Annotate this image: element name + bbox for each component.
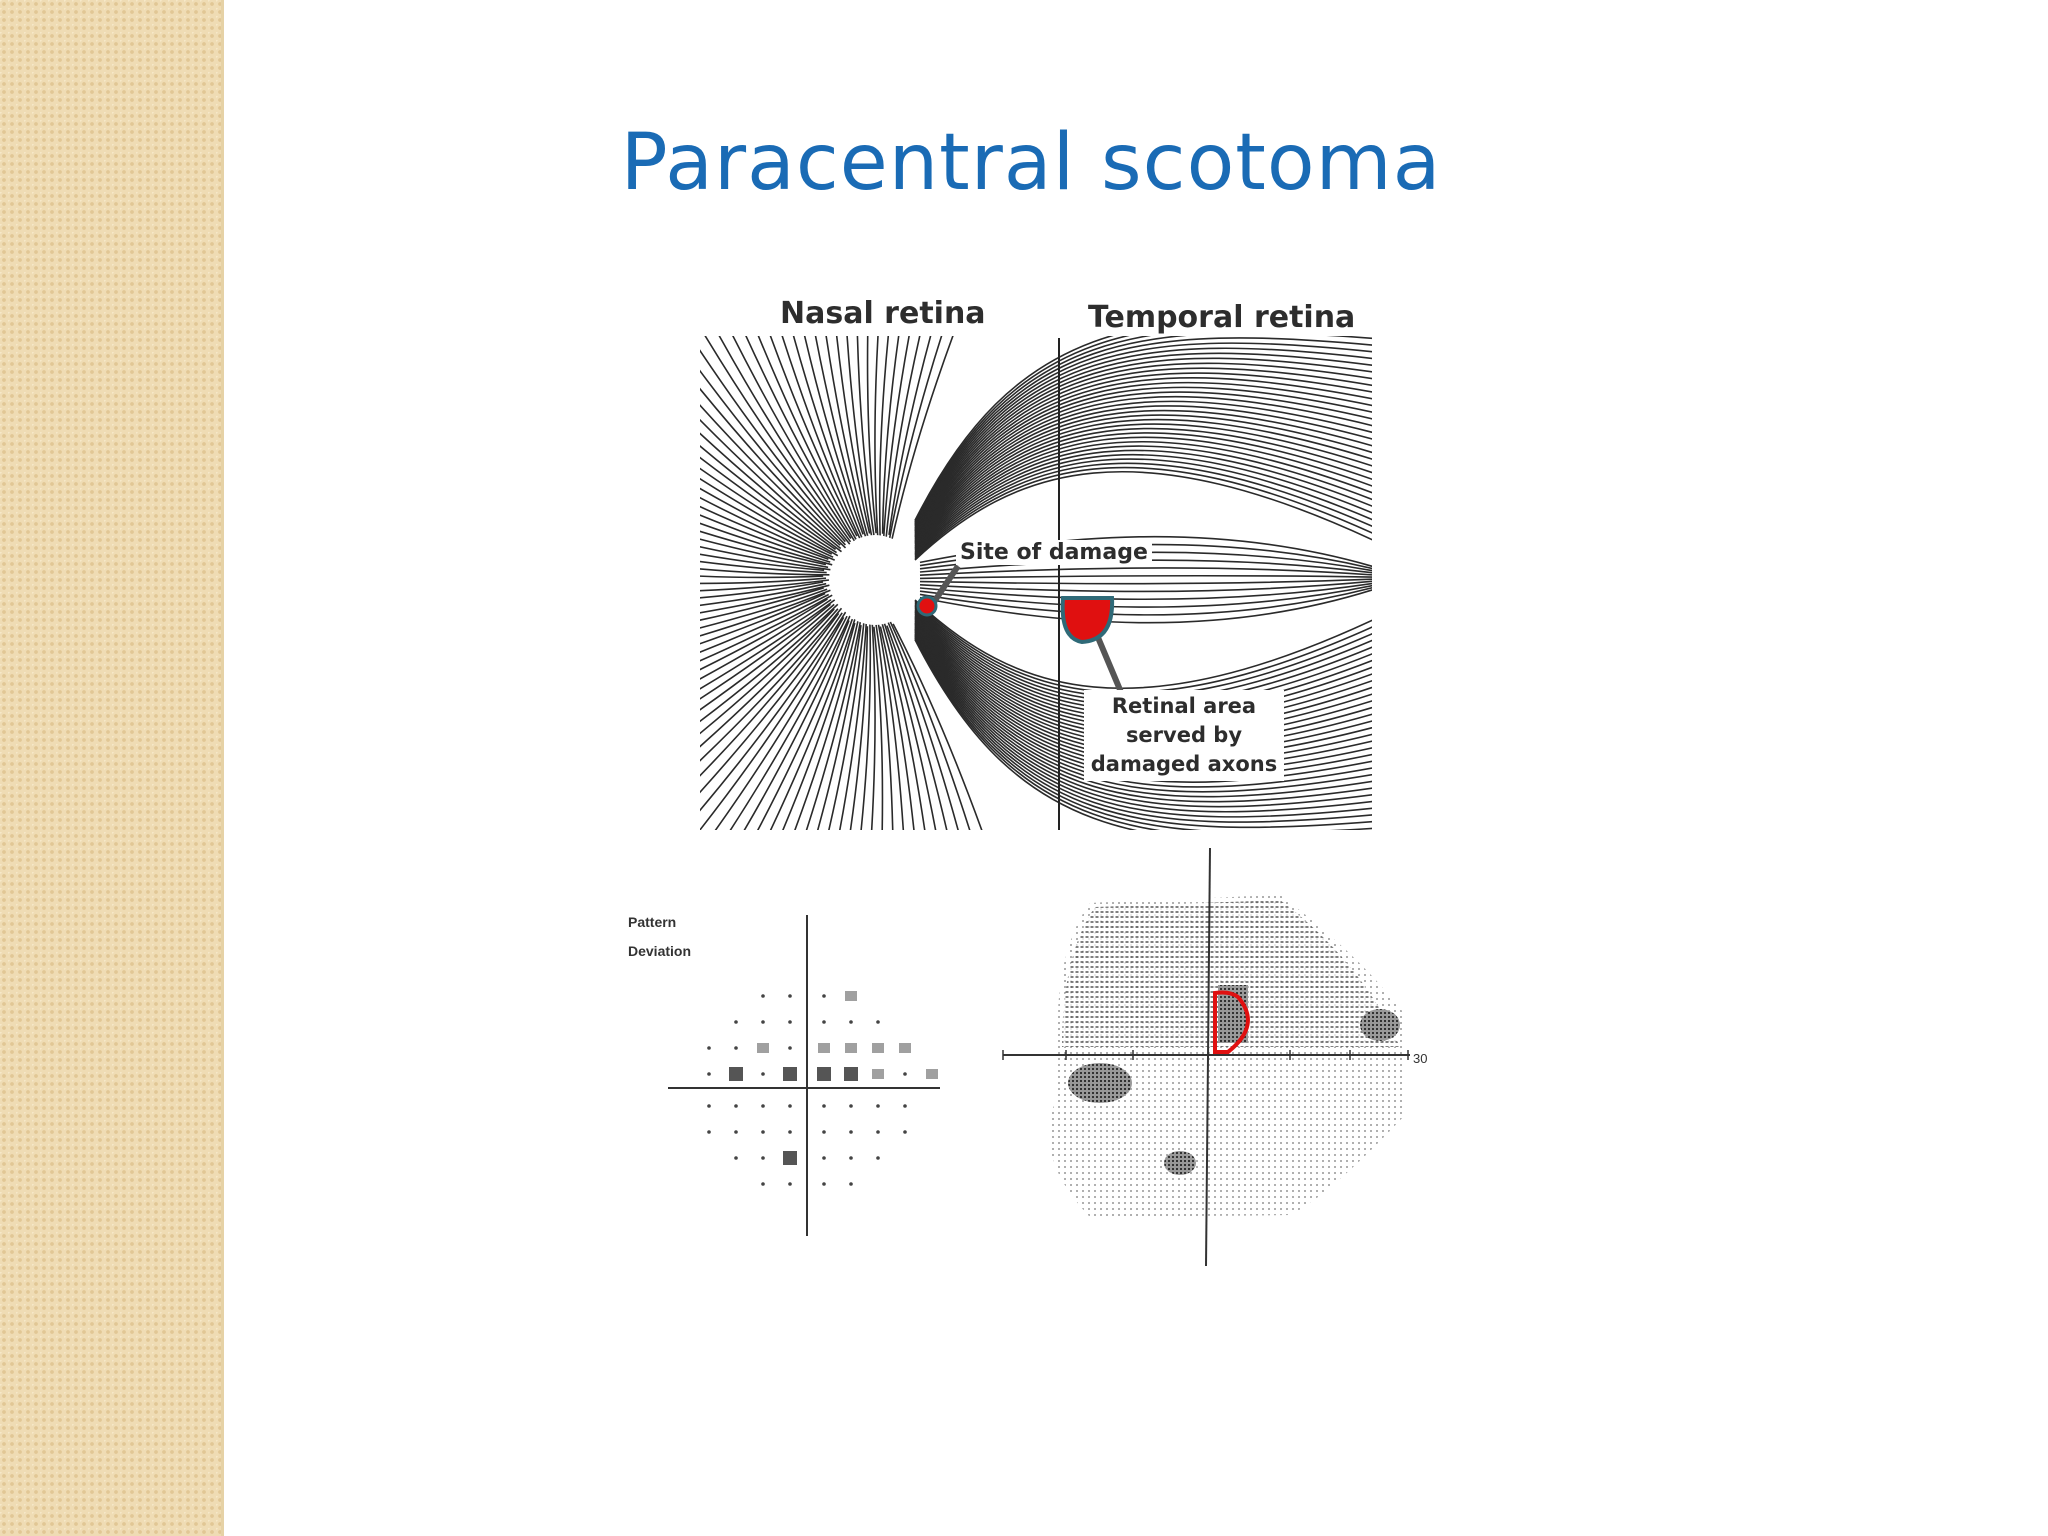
vf-vertical-axis <box>1205 847 1211 1267</box>
pd-cell-normal <box>822 1182 826 1186</box>
pd-cell-normal <box>903 1072 907 1076</box>
pd-cell-mid <box>818 1043 830 1053</box>
retinal-area-marker <box>1060 596 1115 645</box>
pd-cell-normal <box>788 994 792 998</box>
optic-disc <box>833 535 917 625</box>
temporal-retina-label: Temporal retina <box>1088 300 1356 335</box>
vf-defect-nasal <box>1068 1063 1132 1103</box>
vf-scotoma-outline <box>1213 990 1250 1054</box>
vf-upper-field <box>1062 900 1400 1047</box>
pd-cell-mid <box>899 1043 911 1053</box>
pd-cell-normal <box>849 1020 853 1024</box>
pd-cell-dark <box>729 1067 743 1081</box>
pd-cell-mid <box>845 1043 857 1053</box>
pd-cell-normal <box>876 1104 880 1108</box>
pd-cell-normal <box>822 994 826 998</box>
slide-title: Paracentral scotoma <box>620 118 1442 208</box>
pd-cell-normal <box>849 1182 853 1186</box>
pd-cell-normal <box>788 1130 792 1134</box>
pd-cell-normal <box>788 1046 792 1050</box>
vf-defect-temporal <box>1360 1009 1400 1041</box>
retinal-area-line-3: damaged axons <box>1090 752 1278 776</box>
vf-defect-inferior <box>1164 1151 1196 1175</box>
pd-cell-normal <box>876 1020 880 1024</box>
site-of-damage-label: Site of damage <box>956 540 1152 565</box>
nasal-retina-label: Nasal retina <box>780 296 986 331</box>
pd-cell-dark <box>783 1151 797 1165</box>
pd-cell-mid <box>872 1069 884 1079</box>
pd-cell-dark <box>844 1067 858 1081</box>
pd-cell-normal <box>734 1156 738 1160</box>
pd-cell-normal <box>761 1072 765 1076</box>
pd-cell-normal <box>822 1104 826 1108</box>
pd-cell-normal <box>734 1104 738 1108</box>
pd-cell-mid <box>926 1069 938 1079</box>
pd-cell-normal <box>822 1130 826 1134</box>
decorative-sidebar <box>0 0 224 1536</box>
pd-cell-normal <box>734 1046 738 1050</box>
pd-cell-normal <box>788 1182 792 1186</box>
retinal-area-line-1: Retinal area <box>1111 694 1257 718</box>
pd-cell-normal <box>734 1130 738 1134</box>
pd-cell-dark <box>783 1067 797 1081</box>
pd-cell-normal <box>761 1156 765 1160</box>
pd-cell-normal <box>761 1182 765 1186</box>
pd-cell-normal <box>788 1020 792 1024</box>
pd-cell-normal <box>707 1046 711 1050</box>
pd-cell-normal <box>903 1104 907 1108</box>
pd-cell-normal <box>849 1156 853 1160</box>
pattern-label: Pattern <box>628 914 677 930</box>
nerve-fiber-lines <box>700 336 1372 830</box>
pd-cell-mid <box>757 1043 769 1053</box>
site-of-damage-marker <box>916 595 938 617</box>
pd-cell-normal <box>761 994 765 998</box>
pd-cell-normal <box>734 1020 738 1024</box>
pd-cell-normal <box>707 1104 711 1108</box>
pd-cell-mid <box>872 1043 884 1053</box>
pd-cell-normal <box>761 1020 765 1024</box>
deviation-label: Deviation <box>628 943 692 959</box>
pd-cell-normal <box>849 1104 853 1108</box>
pd-cell-normal <box>761 1104 765 1108</box>
axis-tick-30: 30 <box>1413 1051 1428 1066</box>
pd-cell-normal <box>822 1156 826 1160</box>
pd-cell-mid <box>845 991 857 1001</box>
pd-cell-normal <box>707 1130 711 1134</box>
pd-cell-normal <box>876 1130 880 1134</box>
pd-cell-normal <box>788 1104 792 1108</box>
pd-cell-normal <box>903 1130 907 1134</box>
pd-cell-normal <box>849 1130 853 1134</box>
pd-cell-normal <box>876 1156 880 1160</box>
retinal-area-label: Retinal area served by damaged axons <box>1084 690 1284 781</box>
retinal-area-line-2: served by <box>1125 723 1243 747</box>
pd-cell-normal <box>707 1072 711 1076</box>
pd-cell-normal <box>822 1020 826 1024</box>
pd-cell-dark <box>817 1067 831 1081</box>
pd-cell-normal <box>761 1130 765 1134</box>
